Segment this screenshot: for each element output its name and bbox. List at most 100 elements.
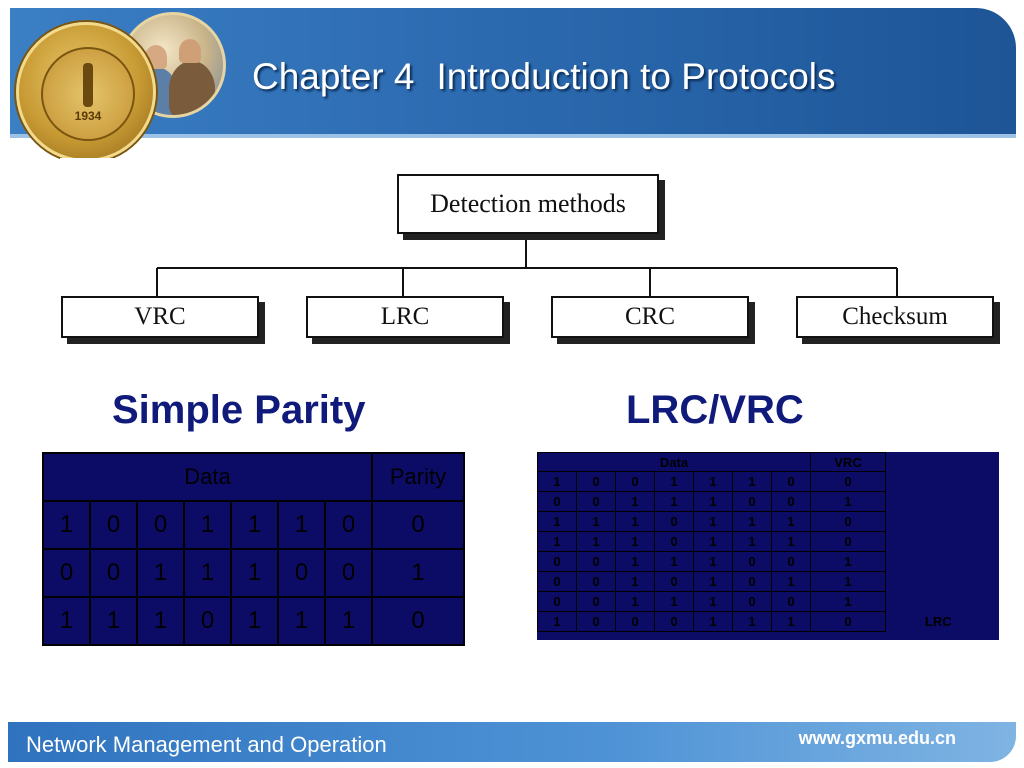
bit-cell: 1 <box>654 591 694 612</box>
bit-cell: 0 <box>654 571 694 592</box>
slide-title: Chapter 4 Introduction to Protocols <box>252 56 836 98</box>
bit-cell: 1 <box>654 491 694 512</box>
bit-cell: 1 <box>230 500 279 550</box>
bit-cell: 0 <box>654 511 694 532</box>
bit-cell: 1 <box>537 511 577 532</box>
node-vrc: VRC <box>61 296 259 338</box>
parity-cell: 0 <box>371 596 465 646</box>
bit-cell: 1 <box>136 548 185 598</box>
course-name: Network Management and Operation <box>26 732 387 757</box>
bit-cell: 1 <box>230 548 279 598</box>
bit-cell: 1 <box>654 471 694 492</box>
bit-cell: 1 <box>136 596 185 646</box>
bit-cell: 1 <box>771 611 811 632</box>
vrc-cell: 0 <box>810 531 886 552</box>
title-topic: Introduction to Protocols <box>436 56 836 97</box>
university-seal-logo: 1934 <box>16 22 156 162</box>
bit-cell: 0 <box>732 591 772 612</box>
bit-cell: 0 <box>537 571 577 592</box>
bit-cell: 0 <box>89 548 138 598</box>
bit-cell: 1 <box>693 531 733 552</box>
bit-cell: 1 <box>615 511 655 532</box>
bit-cell: 0 <box>537 591 577 612</box>
bit-cell: 0 <box>42 548 91 598</box>
bit-cell: 0 <box>277 548 326 598</box>
bit-cell: 1 <box>693 511 733 532</box>
table-row: 1 1 1 0 1 1 1 0 <box>42 596 465 646</box>
bit-cell: 1 <box>183 548 232 598</box>
node-lrc: LRC <box>306 296 504 338</box>
bit-cell: 1 <box>693 471 733 492</box>
staff-emblem-icon <box>83 63 93 107</box>
lrc-label: LRC <box>924 614 952 629</box>
title-chapter: Chapter 4 <box>252 56 415 97</box>
bit-cell: 1 <box>615 571 655 592</box>
bit-cell: 0 <box>576 551 616 572</box>
table-header-row: Data VRC <box>537 452 991 472</box>
parity-header: Parity <box>371 452 465 502</box>
bit-cell: 1 <box>693 591 733 612</box>
table-row: 0 0 1 1 1 0 0 1 <box>42 548 465 598</box>
parity-cell: 0 <box>371 500 465 550</box>
node-detection-methods: Detection methods <box>397 174 659 234</box>
bit-cell: 1 <box>615 591 655 612</box>
bit-cell: 1 <box>576 531 616 552</box>
vrc-cell: 0 <box>810 471 886 492</box>
simple-parity-table: Data Parity 1 0 0 1 1 1 0 0 0 0 1 1 1 0 … <box>42 452 465 646</box>
node-checksum: Checksum <box>796 296 994 338</box>
bit-cell: 1 <box>732 531 772 552</box>
website-link[interactable]: www.gxmu.edu.cn <box>798 728 956 748</box>
bit-cell: 1 <box>615 531 655 552</box>
bit-cell: 1 <box>576 511 616 532</box>
vrc-cell: 1 <box>810 491 886 512</box>
bit-cell: 0 <box>771 471 811 492</box>
data-header: Data <box>42 452 373 502</box>
bit-cell: 1 <box>277 500 326 550</box>
bit-cell: 1 <box>324 596 373 646</box>
bit-cell: 1 <box>42 500 91 550</box>
bit-cell: 0 <box>654 611 694 632</box>
vrc-header: VRC <box>810 452 886 472</box>
table-header-row: Data Parity <box>42 452 465 502</box>
vrc-cell: 0 <box>810 511 886 532</box>
bit-cell: 1 <box>615 551 655 572</box>
node-crc: CRC <box>551 296 749 338</box>
bit-cell: 0 <box>324 548 373 598</box>
vrc-cell: 1 <box>810 591 886 612</box>
bit-cell: 1 <box>732 611 772 632</box>
bit-cell: 0 <box>576 571 616 592</box>
bit-cell: 0 <box>576 491 616 512</box>
bit-cell: 1 <box>693 611 733 632</box>
bit-cell: 0 <box>654 531 694 552</box>
seal-year: 1934 <box>74 109 102 123</box>
parity-cell: 1 <box>371 548 465 598</box>
lrc-vrc-heading: LRC/VRC <box>626 388 804 432</box>
bit-cell: 0 <box>537 491 577 512</box>
bit-cell: 0 <box>615 471 655 492</box>
bit-cell: 0 <box>771 591 811 612</box>
bit-cell: 0 <box>537 551 577 572</box>
bit-cell: 1 <box>771 571 811 592</box>
bit-cell: 0 <box>89 500 138 550</box>
bit-cell: 0 <box>732 491 772 512</box>
bit-cell: 1 <box>537 471 577 492</box>
simple-parity-heading: Simple Parity <box>112 388 366 432</box>
bit-cell: 1 <box>771 531 811 552</box>
table-row: 1 0 0 1 1 1 0 0 <box>42 500 465 550</box>
bit-cell: 0 <box>576 611 616 632</box>
bit-cell: 1 <box>230 596 279 646</box>
bit-cell: 1 <box>89 596 138 646</box>
bit-cell: 0 <box>576 471 616 492</box>
bit-cell: 1 <box>42 596 91 646</box>
bit-cell: 1 <box>654 551 694 572</box>
bit-cell: 1 <box>277 596 326 646</box>
vrc-cell: 0 <box>810 611 886 632</box>
